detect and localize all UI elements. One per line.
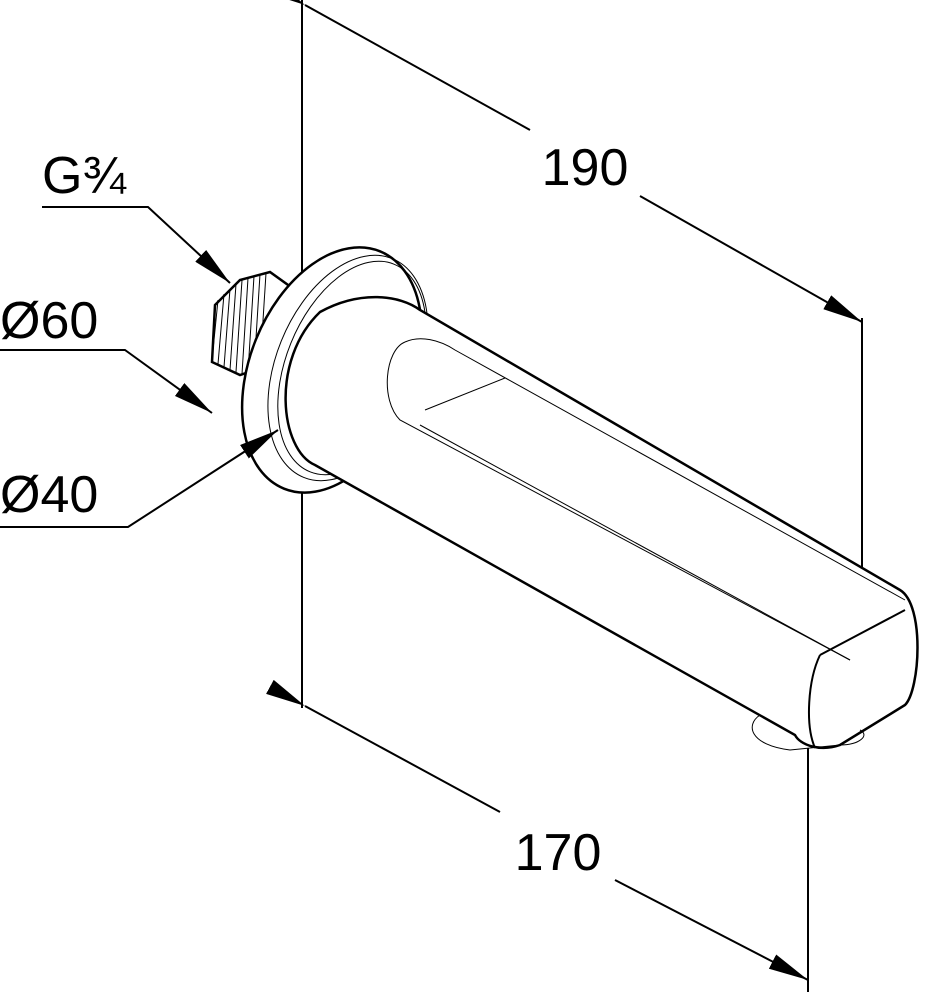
- dimension-170: 170: [266, 679, 809, 981]
- spout-illustration: [210, 246, 919, 751]
- dimension-170-label: 170: [515, 824, 602, 882]
- spout-diameter-leader: Ø40: [0, 429, 279, 528]
- thread-leader: G¾: [42, 147, 231, 284]
- dimension-190: 190: [266, 0, 863, 323]
- dimension-190-label: 190: [542, 139, 629, 197]
- rosette-diameter-label: Ø60: [0, 292, 98, 350]
- thread-label: G¾: [42, 147, 126, 205]
- spout-body: [284, 295, 919, 751]
- spout-diameter-label: Ø40: [0, 466, 98, 524]
- rosette-diameter-leader: Ø60: [0, 292, 213, 414]
